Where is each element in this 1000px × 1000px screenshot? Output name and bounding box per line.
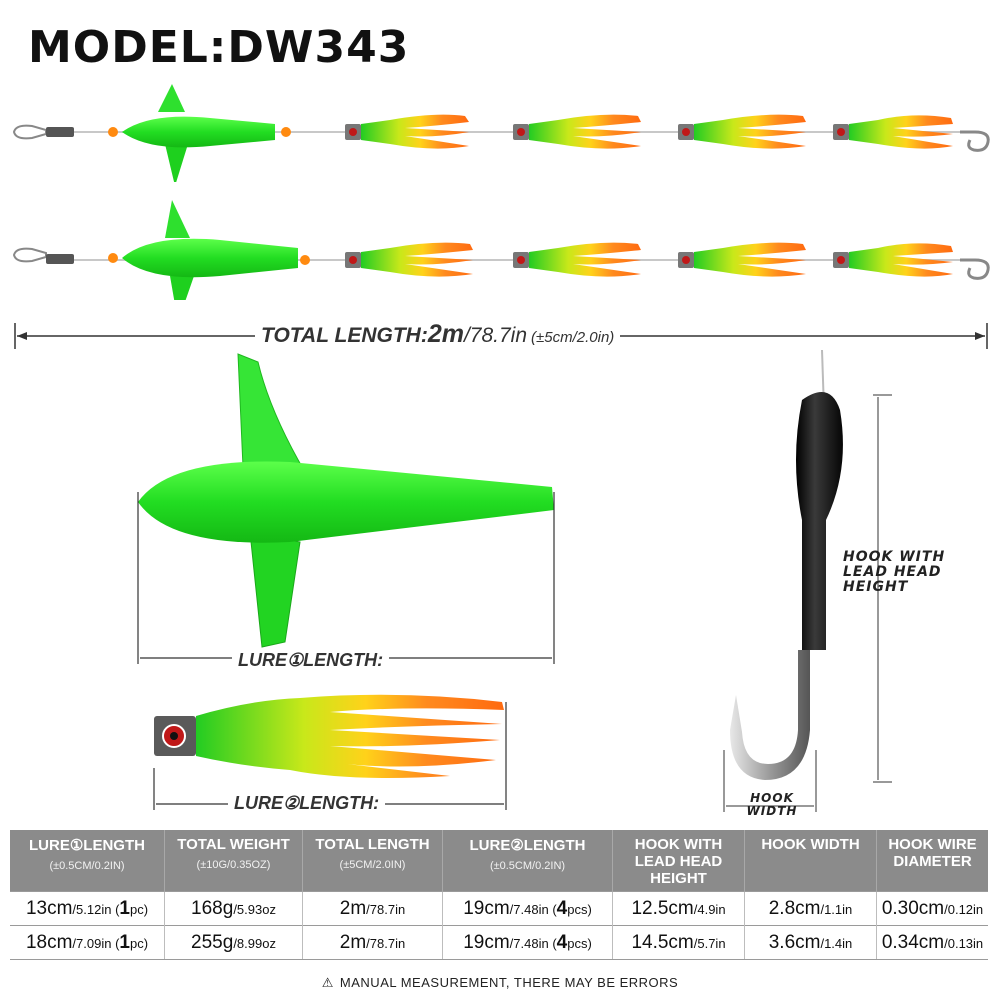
loop-icon [12, 247, 47, 263]
hook-height-label-line: HEIGHT [843, 579, 909, 595]
hook-height-label: HOOK WITH LEAD HEAD HEIGHT [843, 550, 945, 595]
lure2-length-label: LURE②LENGTH: [228, 793, 386, 814]
cell-total-length: 2m/78.7in [302, 925, 443, 960]
cell-total-weight: 168g/5.93oz [164, 891, 303, 926]
cell-hook-height: 14.5cm/5.7in [612, 925, 745, 960]
squid-skirt-lure [513, 242, 641, 277]
cell-hook-width: 3.6cm/1.4in [744, 925, 877, 960]
header-total-weight: TOTAL WEIGHT(±10G/0.35OZ) [164, 830, 303, 892]
lure1-length-label: LURE①LENGTH: [232, 650, 390, 671]
table-row: 18cm/7.09in (1pc) 255g/8.99oz 2m/78.7in … [10, 925, 988, 960]
cell-lure2-length: 19cm/7.48in (4pcs) [442, 925, 613, 960]
spec-table: LURE①LENGTH(±0.5CM/0.2IN) TOTAL WEIGHT(±… [10, 830, 988, 960]
bird-teaser-large [122, 200, 298, 300]
hook-height-label-line: LEAD HEAD [843, 564, 942, 580]
total-length-imperial: /78.7in [463, 324, 528, 347]
hook-icon [960, 258, 990, 280]
squid-skirt-lure [345, 242, 473, 277]
hook-height-label-line: HOOK WITH [843, 549, 946, 565]
model-title: MODEL:DW343 [28, 22, 410, 73]
cell-lure1-length: 18cm/7.09in (1pc) [10, 925, 165, 960]
squid-skirt-lure [833, 243, 953, 277]
hook-with-lead-head [723, 350, 892, 812]
measurement-note-text: MANUAL MEASUREMENT, THERE MAY BE ERRORS [339, 975, 679, 990]
squid-skirt-lure [833, 115, 953, 149]
bead [108, 127, 118, 137]
rig-bottom [12, 200, 990, 300]
rig-top [12, 84, 990, 182]
cell-hook-width: 2.8cm/1.1in [744, 891, 877, 926]
squid-skirt-lure [345, 114, 469, 149]
total-length-title: TOTAL LENGTH: [261, 324, 428, 347]
hook-icon [960, 130, 990, 152]
squid-skirt-lure [678, 242, 806, 277]
cell-hook-wire-diameter: 0.30cm/0.12in [876, 891, 988, 926]
hook-width-label: HOOK WIDTH [742, 792, 802, 818]
total-length-metric: 2m [427, 320, 464, 348]
header-lure2-length: LURE②LENGTH(±0.5CM/0.2IN) [442, 830, 613, 892]
cell-hook-wire-diameter: 0.34cm/0.13in [876, 925, 988, 960]
crimp-sleeve [46, 127, 74, 137]
bird-teaser-small [122, 84, 275, 182]
bead [108, 253, 118, 263]
spec-table-header: LURE①LENGTH(±0.5CM/0.2IN) TOTAL WEIGHT(±… [10, 830, 988, 892]
cell-hook-height: 12.5cm/4.9in [612, 891, 745, 926]
loop-icon [12, 124, 47, 140]
cell-lure2-length: 19cm/7.48in (4pcs) [442, 891, 613, 926]
total-length-tolerance: (±5cm/2.0in) [531, 329, 615, 346]
total-length-label: TOTAL LENGTH:2m/78.7in(±5cm/2.0in) [255, 320, 621, 349]
crimp-sleeve [46, 254, 74, 264]
squid-skirt-lure [678, 114, 806, 149]
bird-teaser-closeup [137, 353, 555, 664]
header-total-length: TOTAL LENGTH(±5CM/2.0IN) [302, 830, 443, 892]
hook-width-label-line: WIDTH [746, 804, 798, 818]
header-hook-width: HOOK WIDTH [744, 830, 877, 892]
header-hook-wire-diameter: HOOK WIRE DIAMETER [876, 830, 988, 892]
bead [281, 127, 291, 137]
header-hook-height: HOOK WITH LEAD HEAD HEIGHT [612, 830, 745, 892]
bead [300, 255, 310, 265]
table-row: 13cm/5.12in (1pc) 168g/5.93oz 2m/78.7in … [10, 891, 988, 926]
header-lure1-length: LURE①LENGTH(±0.5CM/0.2IN) [10, 830, 165, 892]
squid-skirt-closeup [153, 694, 507, 810]
cell-total-weight: 255g/8.99oz [164, 925, 303, 960]
measurement-note: ⚠ MANUAL MEASUREMENT, THERE MAY BE ERRORS [0, 975, 1000, 991]
cell-total-length: 2m/78.7in [302, 891, 443, 926]
cell-lure1-length: 13cm/5.12in (1pc) [10, 891, 165, 926]
squid-skirt-lure [513, 114, 641, 149]
warning-icon: ⚠ [321, 975, 334, 990]
hook-width-label-line: HOOK [750, 791, 794, 805]
